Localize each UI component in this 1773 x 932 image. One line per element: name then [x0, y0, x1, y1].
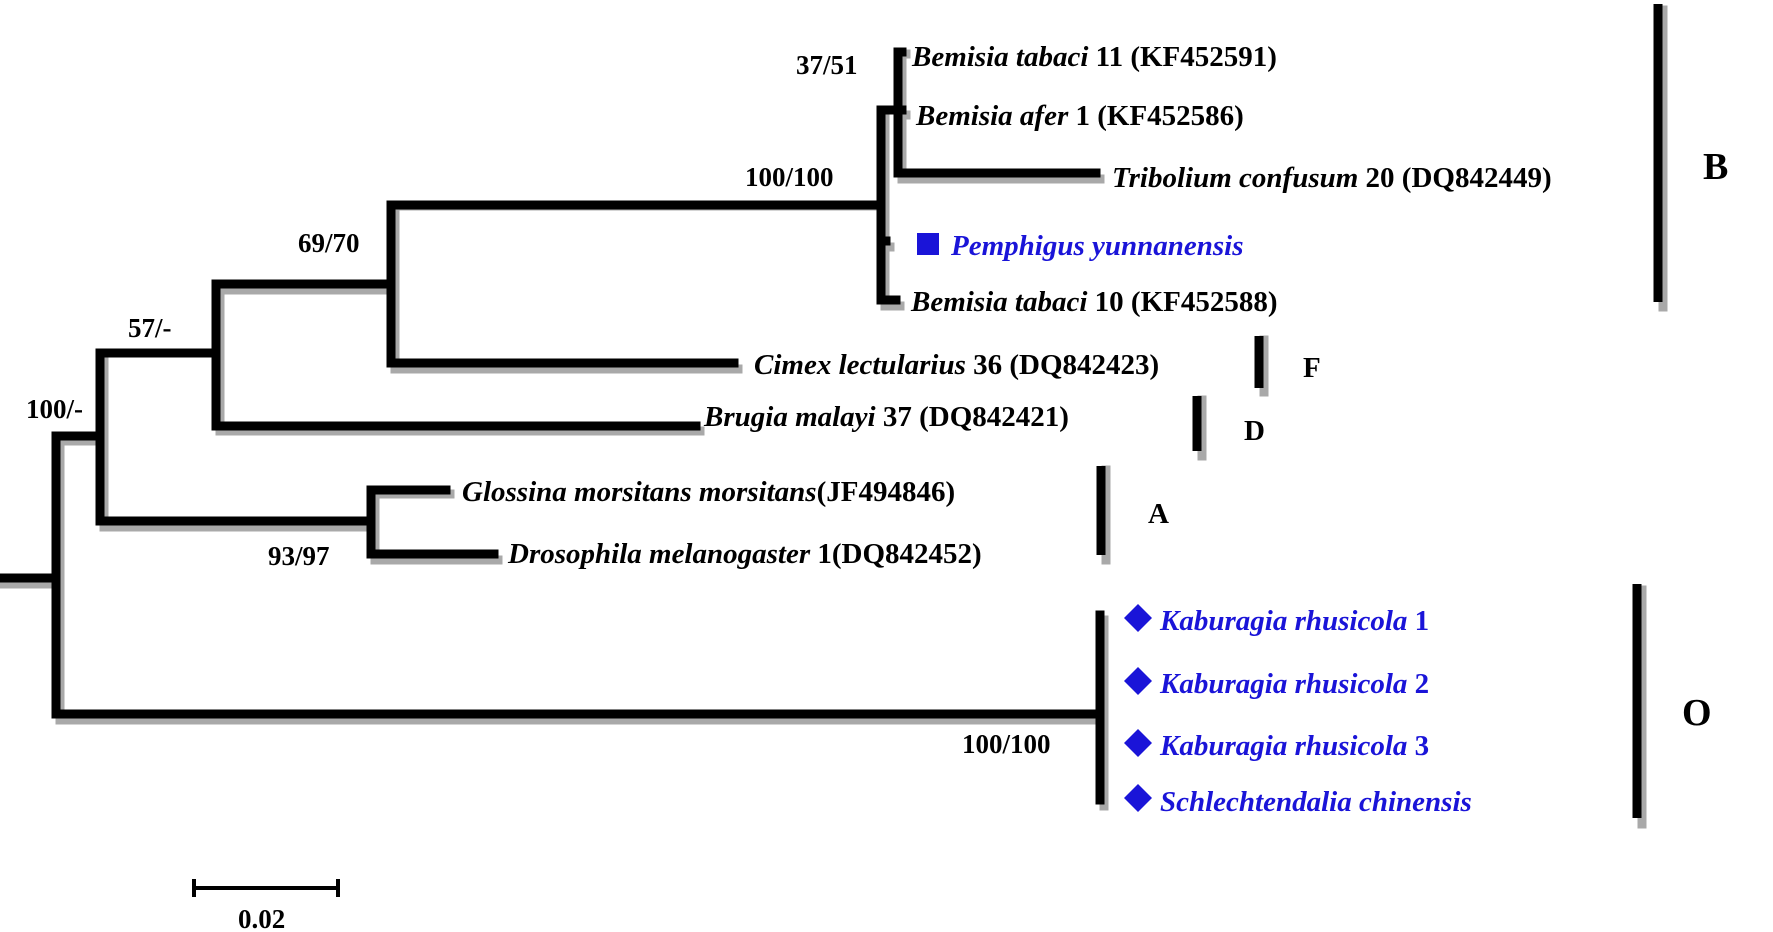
clade-letter-b: B	[1703, 146, 1728, 188]
square-marker-icon	[917, 233, 939, 255]
clade-letter-f: F	[1303, 352, 1321, 384]
support-values: 100/- 57/- 69/70 100/100 37/51 93/97 100…	[26, 50, 1051, 759]
diamond-marker-icon	[1124, 729, 1152, 757]
support-node7: 100/100	[962, 729, 1051, 759]
clade-letter-d: D	[1244, 415, 1265, 447]
taxon-label: Cimex lectularius 36 (DQ842423)	[754, 349, 1159, 381]
taxon-markers	[917, 233, 1152, 812]
diamond-marker-icon	[1124, 784, 1152, 812]
diamond-marker-icon	[1124, 667, 1152, 695]
taxon-label-highlight: Kaburagia rhusicola 2	[1159, 668, 1429, 700]
taxon-label: Bemisia tabaci 10 (KF452588)	[910, 286, 1278, 318]
support-node5: 37/51	[796, 50, 858, 80]
taxon-label: Bemisia afer 1 (KF452586)	[915, 100, 1244, 132]
taxon-label-highlight: Kaburagia rhusicola 1	[1159, 605, 1429, 637]
taxon-label-highlight: Schlechtendalia chinensis	[1160, 786, 1472, 818]
taxon-label: Brugia malayi 37 (DQ842421)	[703, 401, 1069, 433]
taxon-label-highlight: Kaburagia rhusicola 3	[1159, 730, 1429, 762]
support-node4: 100/100	[745, 162, 834, 192]
taxon-label: Bemisia tabaci 11 (KF452591)	[911, 41, 1277, 73]
taxon-label: Drosophila melanogaster 1(DQ842452)	[507, 538, 982, 570]
taxon-label: Tribolium confusum 20 (DQ842449)	[1112, 162, 1552, 194]
support-root: 100/-	[26, 394, 83, 424]
clade-brackets: B F D A O	[1096, 4, 1728, 818]
scale-bar-label: 0.02	[238, 904, 285, 932]
clade-letter-a: A	[1148, 498, 1169, 530]
scale-bar: 0.02	[192, 879, 340, 932]
taxon-label: Glossina morsitans morsitans(JF494846)	[462, 476, 955, 508]
tree-branches	[0, 47, 1105, 805]
support-node3: 69/70	[298, 228, 360, 258]
taxon-labels: Bemisia tabaci 11 (KF452591) Bemisia afe…	[462, 41, 1552, 818]
diamond-marker-icon	[1124, 604, 1152, 632]
support-node2: 57/-	[128, 313, 172, 343]
clade-letter-o: O	[1682, 692, 1712, 734]
support-node6: 93/97	[268, 541, 330, 571]
taxon-label-highlight: Pemphigus yunnanensis	[950, 230, 1244, 262]
